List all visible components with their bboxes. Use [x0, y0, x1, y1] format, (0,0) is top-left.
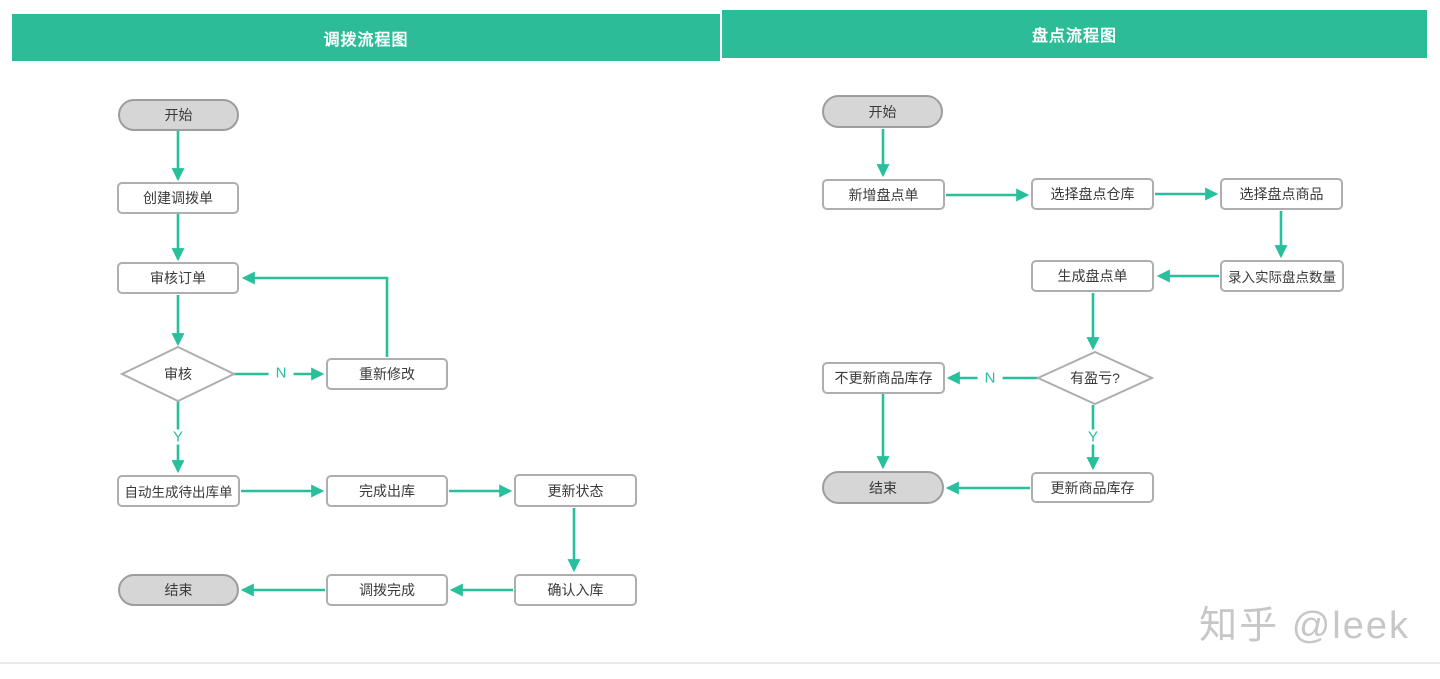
- edge-revise-review-loop: [241, 271, 389, 357]
- node-profit-loss-decision-label: 有盈亏?: [1070, 370, 1120, 386]
- zhihu-watermark: 知乎 @leek: [1199, 605, 1410, 647]
- node-revise: 重新修改: [326, 358, 448, 390]
- branch-label-right-n: N: [977, 370, 1003, 386]
- node-left-end: 结束: [118, 574, 239, 606]
- right-chart-title: 盘点流程图: [1031, 28, 1117, 45]
- node-right-end: 结束: [822, 471, 944, 504]
- decision-diamond-review: [119, 345, 237, 403]
- node-update-status: 更新状态: [514, 474, 637, 507]
- node-select-product: 选择盘点商品: [1220, 178, 1343, 210]
- node-review-decision-label: 审核: [164, 366, 192, 382]
- bottom-divider: [0, 662, 1440, 664]
- right-chart-title-bar: 盘点流程图: [722, 10, 1427, 58]
- branch-label-left-n: N: [268, 365, 294, 381]
- left-chart-title: 调拨流程图: [323, 31, 409, 49]
- branch-label-right-y: Y: [1080, 429, 1106, 445]
- node-update-inventory: 更新商品库存: [1031, 472, 1154, 503]
- node-enter-quantity: 录入实际盘点数量: [1220, 260, 1344, 292]
- node-transfer-complete: 调拨完成: [326, 574, 448, 606]
- node-auto-generate-outbound: 自动生成待出库单: [117, 475, 240, 507]
- branch-label-left-y: Y: [165, 429, 191, 445]
- left-chart-title-bar: 调拨流程图: [12, 14, 720, 61]
- node-left-start: 开始: [118, 99, 239, 131]
- node-generate-count-order: 生成盘点单: [1031, 260, 1154, 292]
- node-no-update-inventory: 不更新商品库存: [822, 362, 945, 394]
- node-confirm-inbound: 确认入库: [514, 574, 637, 606]
- node-create-transfer-order: 创建调拨单: [117, 182, 239, 214]
- node-add-count-order: 新增盘点单: [822, 179, 945, 210]
- node-review-order: 审核订单: [117, 262, 239, 294]
- decision-diamond-profit-loss: [1035, 350, 1155, 406]
- node-complete-outbound: 完成出库: [326, 475, 448, 507]
- node-select-warehouse: 选择盘点仓库: [1031, 178, 1154, 210]
- node-right-start: 开始: [822, 95, 943, 128]
